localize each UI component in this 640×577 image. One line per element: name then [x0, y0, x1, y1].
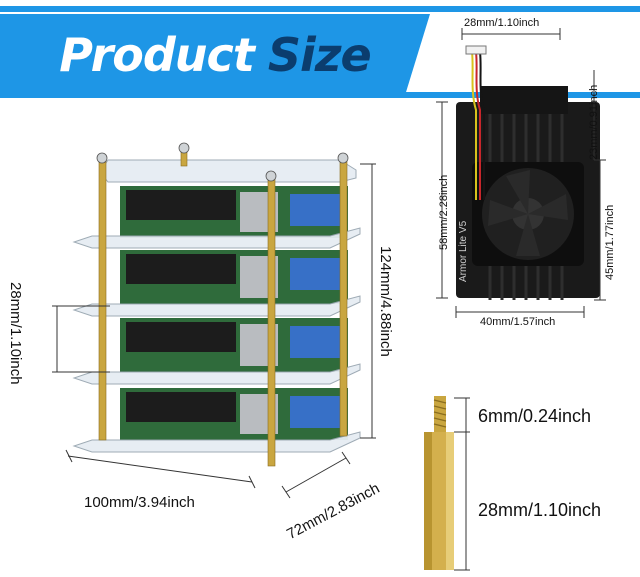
title-part-size: Size [267, 28, 372, 82]
layer-3-board [120, 318, 348, 372]
layer-2-board [120, 250, 348, 304]
page-title: Product Size [0, 20, 430, 90]
fan-right-top-label: 23mm/0.91inch [588, 84, 600, 160]
layer-4-board [120, 388, 348, 440]
banner-stripe-bottom [0, 92, 640, 98]
case-stack-image [72, 142, 361, 467]
layer-1-board [120, 186, 348, 238]
fan-top-width-label: 28mm/1.10inch [464, 17, 540, 29]
banner-stripe-top [0, 6, 640, 12]
case-height-label: 124mm/4.88inch [377, 246, 394, 357]
brass-standoff-image [424, 396, 454, 570]
fan-left-height-label: 58mm/2.28inch [438, 174, 450, 250]
fan-bottom-width-label: 40mm/1.57inch [480, 316, 556, 328]
standoff-body-label: 28mm/1.10inch [478, 500, 602, 520]
fan-right-height-label: 45mm/1.77inch [604, 204, 616, 280]
banner-band [0, 14, 430, 98]
title-part-product: Product [59, 28, 255, 82]
standoff-thread-label: 6mm/0.24inch [478, 406, 592, 426]
layer-height-label: 28mm/1.10inch [7, 282, 24, 385]
fan-heatsink-image [456, 45, 600, 300]
case-width-label: 100mm/3.94inch [84, 494, 195, 511]
fan-product-label: Armor Lite V5 [458, 220, 469, 282]
